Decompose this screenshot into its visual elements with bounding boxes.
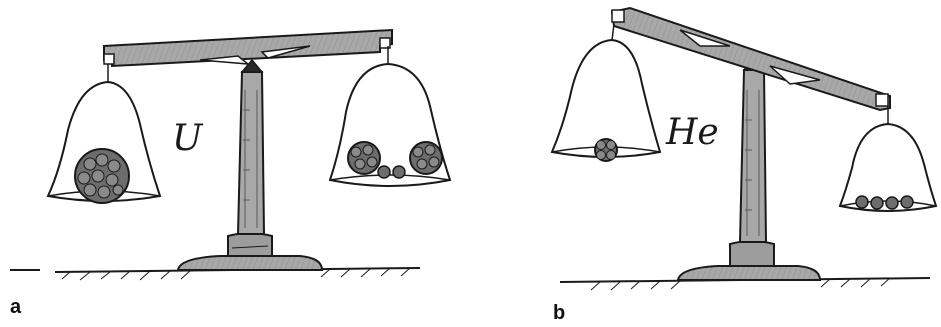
- nucleon-ball-1: [378, 166, 390, 178]
- nucleon-cluster-left: [348, 142, 380, 174]
- nucleon-ball-2: [871, 197, 883, 209]
- nucleon-ball-3: [886, 197, 898, 209]
- nucleon-ball-4: [901, 196, 913, 208]
- panel-b-right-pan: [840, 106, 936, 211]
- panel-b-left-pan: [552, 24, 660, 157]
- panel-b-element-label: He: [666, 112, 719, 153]
- nucleon-ball-2: [393, 166, 405, 178]
- panel-a-element-label: U: [172, 118, 202, 159]
- panel-b-base: [678, 241, 820, 280]
- panel-a-balance: [10, 30, 450, 280]
- panel-b-column: [740, 56, 766, 242]
- panel-a-beam: [104, 30, 392, 66]
- panel-b-helium-nucleus: [595, 139, 617, 161]
- panel-b-balance: [552, 8, 936, 290]
- panel-a-label: a: [10, 296, 21, 319]
- nucleon-ball-1: [856, 196, 868, 208]
- panel-a-base: [178, 233, 322, 270]
- panel-a-column: [238, 60, 264, 234]
- nucleon-cluster-right: [410, 142, 442, 174]
- panel-b-label: b: [553, 302, 565, 325]
- panel-a-uranium-nucleus: [75, 149, 129, 203]
